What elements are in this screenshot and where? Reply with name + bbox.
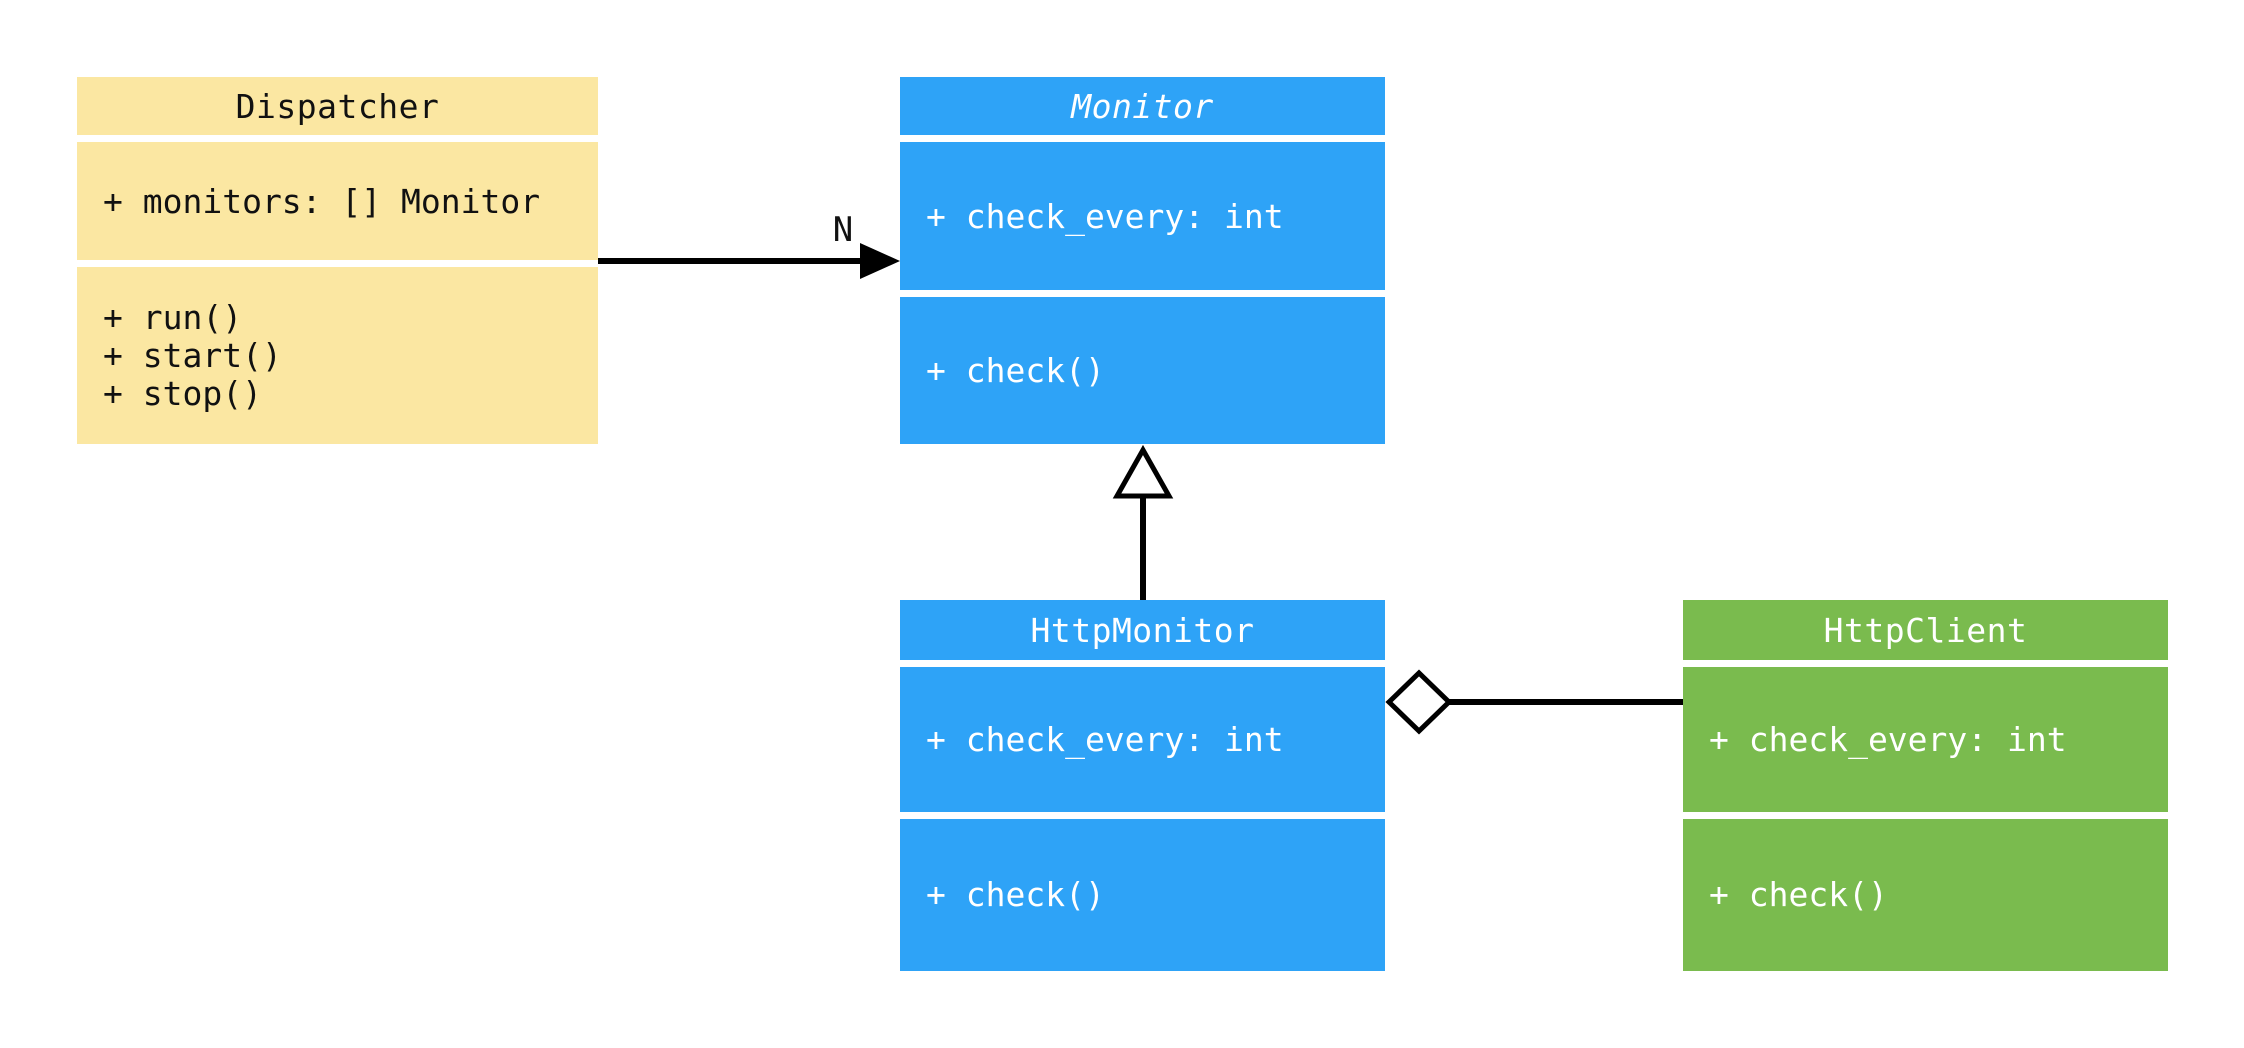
class-attribute: + check_every: int: [1709, 720, 2067, 759]
class-box-httpclient: HttpClient + check_every: int + check(): [1683, 600, 2168, 971]
class-methods-section: + run() + start() + stop(): [77, 267, 598, 444]
class-attributes-section: + monitors: [] Monitor: [77, 142, 598, 260]
class-method: + run(): [103, 297, 243, 337]
class-box-httpmonitor: HttpMonitor + check_every: int + check(): [900, 600, 1385, 971]
multiplicity-label: N: [832, 210, 854, 250]
class-methods-section: + check(): [1683, 819, 2168, 971]
hollow-triangle-arrowhead-icon: [1112, 444, 1174, 499]
class-method: + check(): [926, 350, 1105, 390]
filled-arrowhead-icon: [860, 243, 900, 279]
class-method: + start(): [103, 335, 282, 375]
class-attributes-section: + check_every: int: [900, 667, 1385, 812]
class-methods-section: + check(): [900, 819, 1385, 971]
inheritance-arrow-httpmonitor-monitor: [1112, 444, 1174, 600]
class-title: Dispatcher: [77, 77, 598, 135]
class-attribute: + monitors: [] Monitor: [103, 181, 541, 221]
class-method: + check(): [926, 875, 1105, 914]
hollow-diamond-icon: [1385, 669, 1453, 735]
class-title: HttpMonitor: [900, 600, 1385, 660]
class-box-monitor: Monitor + check_every: int + check(): [900, 77, 1385, 444]
aggregation-connector-httpmonitor-httpclient: [1385, 669, 1683, 735]
class-attributes-section: + check_every: int: [900, 142, 1385, 290]
class-box-dispatcher: Dispatcher + monitors: [] Monitor + run(…: [77, 77, 598, 444]
class-attribute: + check_every: int: [926, 196, 1284, 236]
class-attributes-section: + check_every: int: [1683, 667, 2168, 812]
class-attribute: + check_every: int: [926, 720, 1284, 759]
class-methods-section: + check(): [900, 297, 1385, 444]
class-title: HttpClient: [1683, 600, 2168, 660]
class-method: + stop(): [103, 373, 262, 413]
class-title: Monitor: [900, 77, 1385, 135]
class-method: + check(): [1709, 875, 1888, 914]
